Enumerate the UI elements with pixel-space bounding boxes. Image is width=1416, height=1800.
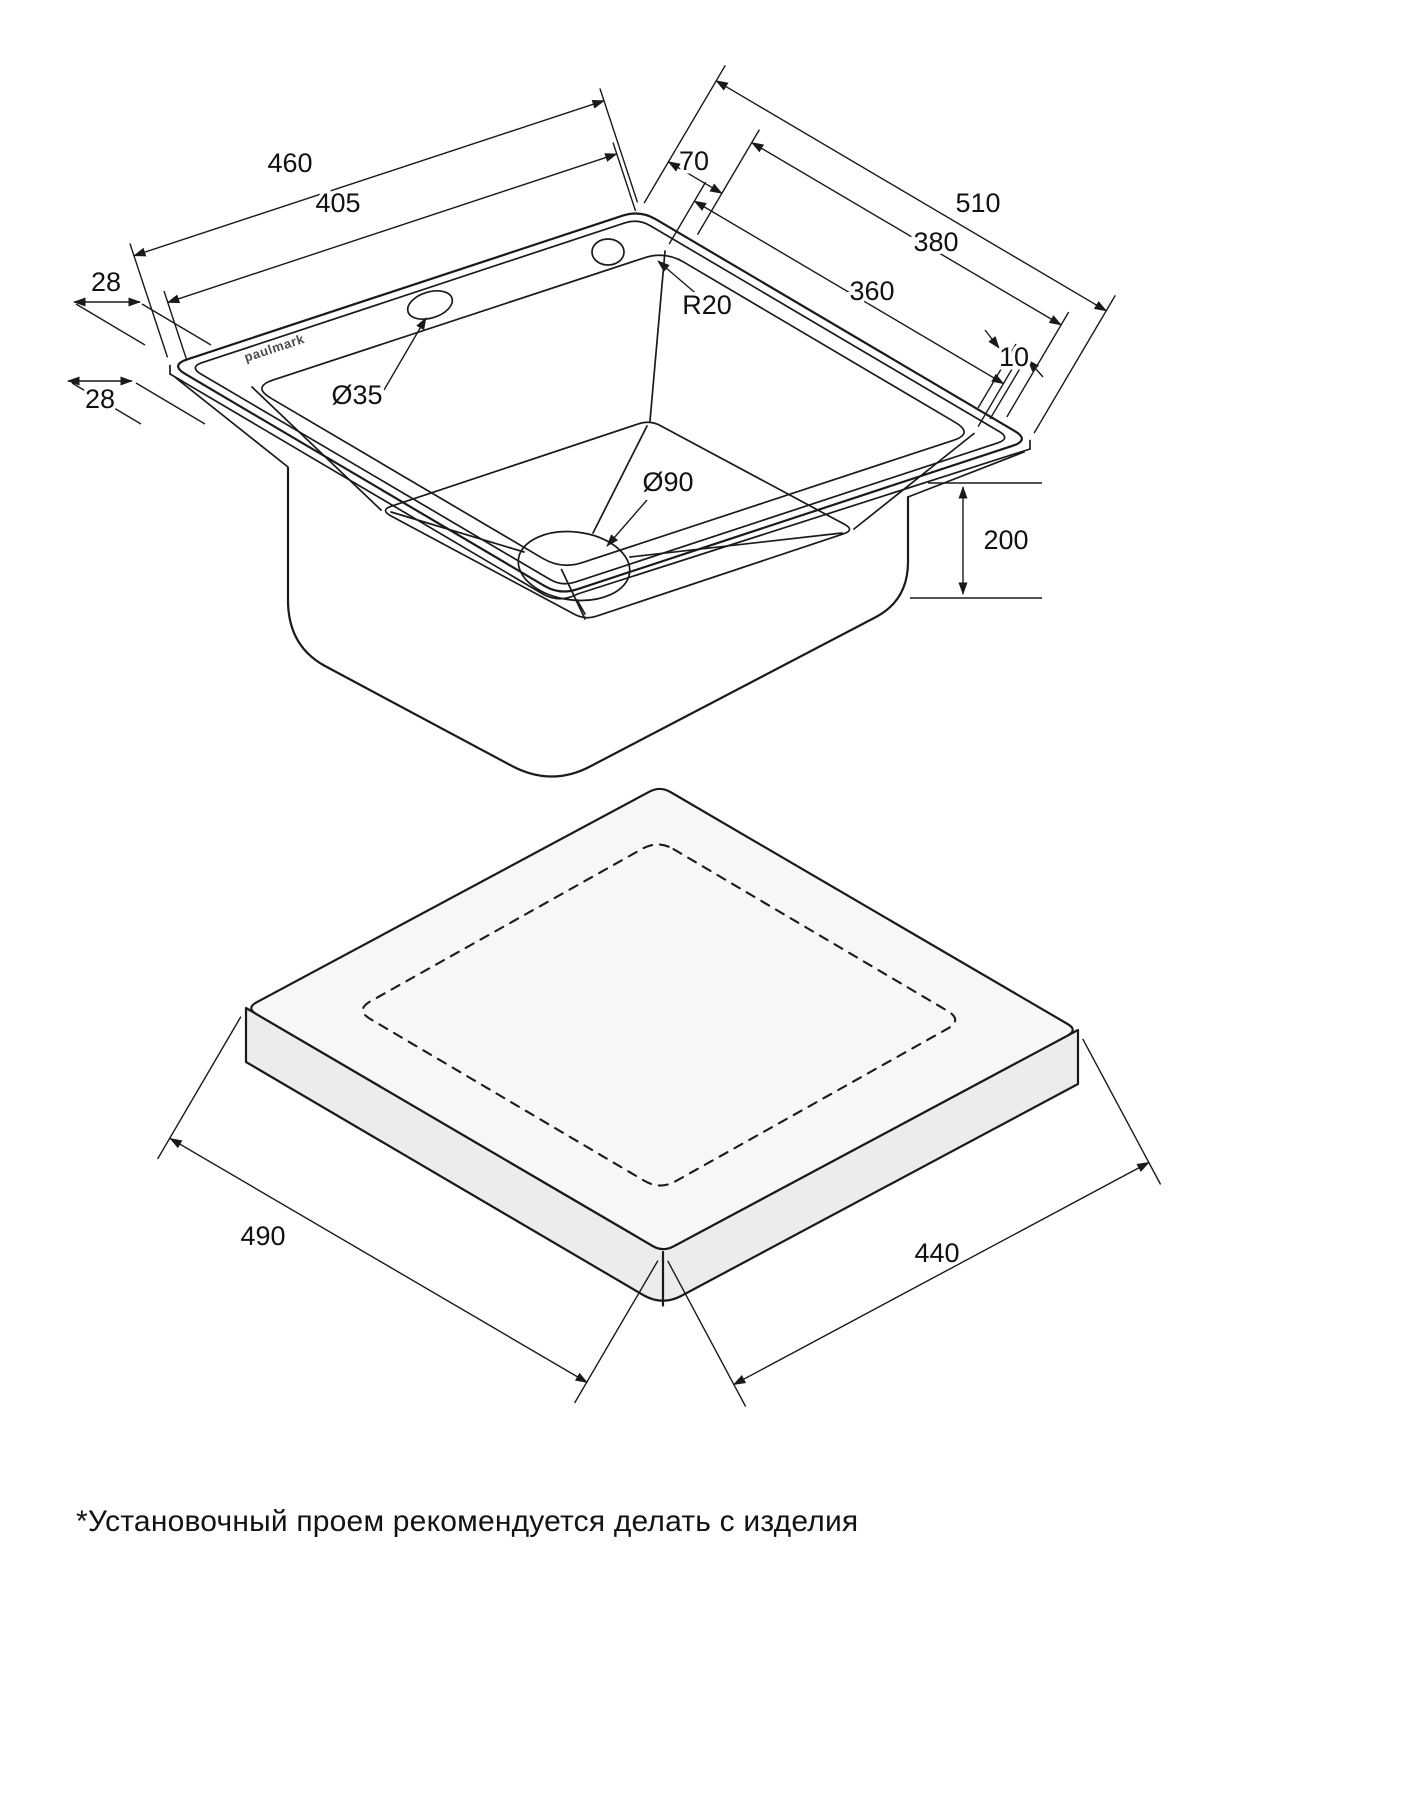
dimension-line — [169, 1137, 589, 1384]
extension-line — [977, 343, 1017, 409]
dimension-label-bowl-inner-depth: 360 — [849, 276, 894, 306]
dimension-line — [166, 153, 618, 304]
extension-line — [989, 354, 1029, 420]
extension-line — [977, 364, 1016, 427]
extension-line — [75, 303, 146, 346]
shell-connector-left — [175, 377, 289, 468]
dimension-label-deck-depth: 70 — [679, 146, 709, 176]
extension-line — [1033, 295, 1116, 434]
dimension-405: 405 — [163, 142, 637, 360]
bowl-opening-edge — [261, 254, 965, 567]
dimension-label-rim-back: 28 — [91, 267, 121, 297]
extension-line — [129, 243, 169, 358]
extension-line — [135, 382, 206, 425]
drain-hole — [517, 530, 631, 602]
bowl-bottom-edge — [384, 421, 851, 619]
dimension-line — [667, 161, 723, 194]
dimension-490: 490 — [156, 1016, 659, 1404]
dimension-label-cutout-width: 490 — [240, 1221, 285, 1251]
extension-line — [667, 1260, 747, 1407]
extension-line — [156, 1016, 242, 1160]
sink-body-shell — [286, 466, 910, 778]
extension-line — [71, 382, 142, 425]
dimension-drain: Ø90 — [606, 464, 697, 547]
leader-line — [606, 499, 648, 547]
leader-line — [657, 260, 701, 298]
dimension-28-back: 28 — [72, 264, 212, 346]
extension-line — [612, 142, 637, 212]
dimension-label-bowl-height: 200 — [983, 525, 1028, 555]
extension-line — [141, 303, 212, 346]
installation-note: *Установочный проем рекомендуется делать… — [76, 1505, 859, 1538]
dimension-label-bowl-depth: 380 — [913, 227, 958, 257]
extension-line — [163, 290, 188, 360]
dimension-line — [715, 80, 1108, 312]
dimension-label-bowl-width: 405 — [315, 188, 360, 218]
dimension-28-side: 28 — [66, 376, 206, 425]
sink-isometric-view: paulmark — [169, 212, 1031, 778]
dimension-10: 10 — [977, 329, 1044, 420]
dimension-label-overall-width: 460 — [267, 148, 312, 178]
dimension-label-corner-radius: R20 — [682, 290, 732, 320]
dimension-label-rim-side: 28 — [85, 384, 115, 414]
dimension-line — [693, 200, 1005, 385]
dimension-line — [732, 1161, 1150, 1386]
bowl-wall-edge-front — [560, 568, 586, 620]
cutout-outline-dashed — [361, 843, 957, 1187]
bowl-wall-edge-right — [853, 432, 975, 530]
dimension-70: 70 — [643, 65, 761, 235]
extension-line — [668, 181, 707, 245]
sink-outer-rim — [177, 212, 1023, 593]
dimension-arrow — [984, 329, 1000, 349]
extension-line — [1082, 1038, 1162, 1185]
dimension-label-cutout-depth: 440 — [914, 1238, 959, 1268]
bowl-wall-edge-back — [649, 250, 666, 422]
dimension-440: 440 — [667, 1038, 1162, 1407]
bowl-wall-edge-left — [251, 386, 382, 511]
extension-line — [573, 1260, 659, 1404]
extension-line — [643, 65, 726, 204]
bottom-crease-back — [592, 425, 648, 534]
countertop-top-face — [250, 787, 1074, 1251]
leader-line — [383, 317, 427, 391]
secondary-hole — [591, 238, 625, 266]
bottom-crease-right — [629, 532, 843, 558]
bottom-crease-left — [390, 511, 525, 553]
dimension-line — [750, 141, 1062, 326]
sink-dimensions: 460 405 70 510 380 — [66, 65, 1116, 599]
dimension-label-overall-depth: 510 — [955, 188, 1000, 218]
sink-inner-rim-line — [194, 220, 1006, 585]
extension-line — [599, 88, 639, 203]
bottom-crease-front — [576, 599, 586, 615]
dimension-label-tap-hole: Ø35 — [331, 380, 382, 410]
dimension-line — [133, 100, 605, 257]
dimension-r20: R20 — [657, 260, 735, 324]
dimension-tap-hole: Ø35 — [328, 317, 427, 414]
dimension-360: 360 — [668, 181, 1016, 427]
dimension-label-rim-edge: 10 — [999, 342, 1029, 372]
dimension-arrow — [1027, 359, 1044, 378]
dimension-200: 200 — [910, 482, 1042, 599]
dimension-label-drain: Ø90 — [642, 467, 693, 497]
countertop-cutout-view: 490 440 — [156, 787, 1162, 1407]
shell-connector-right — [907, 451, 1025, 498]
